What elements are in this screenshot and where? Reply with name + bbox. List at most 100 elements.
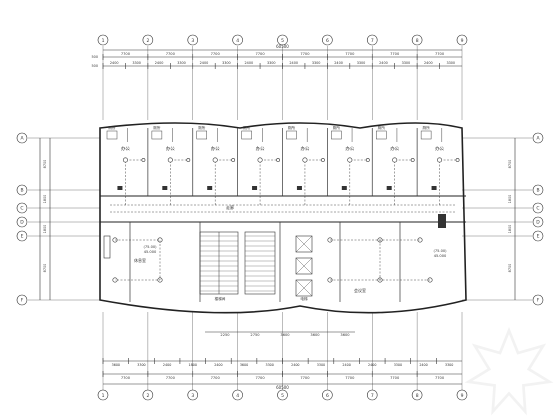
top-span-label: 7700: [345, 52, 355, 56]
socket-icon: [455, 158, 460, 162]
bottom-axis-label: 9: [461, 393, 464, 399]
socket-icon: [321, 158, 325, 162]
light-fixture-icon: [347, 157, 353, 163]
top-axis-label: 5: [281, 38, 284, 44]
closet-box: [286, 130, 297, 140]
bottom-span-label: 7700: [435, 376, 445, 380]
left-dim-label: 1800: [43, 195, 47, 204]
area-label-left: (75.00): [143, 245, 157, 249]
light-fixture-icon: [212, 157, 218, 163]
top-span-label: 2400: [334, 61, 343, 65]
bottom-axis-bubble: [142, 389, 154, 401]
switch-icon: [431, 186, 437, 190]
bottom-axis-bubble: [187, 389, 199, 401]
closet-box: [151, 130, 163, 140]
room-label-toilet: 厕所: [378, 125, 386, 130]
light-fixture-icon: [122, 157, 128, 163]
bottom-span-label: 7700: [390, 376, 400, 380]
room-label-toilet: 厕所: [108, 125, 116, 130]
socket-icon: [410, 158, 415, 162]
bottom-span-label: 2400: [291, 363, 299, 367]
closet-box: [376, 130, 387, 140]
top-axis-label: 2: [146, 38, 149, 44]
bottom-total-label: 60500: [276, 385, 289, 390]
room-label-toilet: 厕所: [243, 125, 251, 130]
bottom-axis-label: 6: [326, 393, 329, 399]
top-axis-label: 6: [326, 38, 329, 44]
room-label-office: 办公: [300, 145, 309, 152]
bottom-axis-bubble: [322, 389, 333, 401]
bottom-span-label: 3300: [137, 363, 145, 367]
room-label-office: 办公: [390, 145, 399, 152]
building-outline: [99, 122, 467, 314]
switch-icon: [117, 186, 123, 190]
left-dim-label: 1800: [43, 225, 47, 234]
bottom-span-label: 3600: [112, 363, 120, 367]
bottom-span-label: 2400: [214, 363, 222, 367]
room-branch-wiring: [394, 159, 413, 205]
light-fixture-icon: [392, 157, 398, 163]
right-axis-bubble: [532, 184, 544, 196]
bottom-axis-label: 7: [371, 393, 374, 399]
top-span-label: 7700: [211, 52, 221, 56]
bottom-span-label: 7700: [121, 376, 131, 380]
top-span-label: 7700: [121, 52, 131, 56]
room-branch-wiring: [125, 159, 144, 205]
room-label-toilet: 厕所: [423, 125, 431, 130]
top-span-label: 2400: [424, 61, 433, 65]
bottom-axis-bubble: [411, 389, 423, 401]
corridor-dim-label: 2250: [220, 333, 230, 337]
top-span-label: 7700: [300, 52, 310, 56]
right-axis-label: B: [536, 188, 539, 194]
bottom-span-label: 1800: [189, 363, 197, 367]
top-axis-bubble: [232, 34, 243, 46]
left-axis-label: F: [21, 298, 24, 304]
room-branch-wiring: [304, 159, 323, 205]
area-label-right: 45.000: [434, 254, 447, 258]
left-axis-label: E: [21, 234, 24, 240]
top-axis-bubble: [456, 34, 468, 46]
bottom-span-label: 2400: [368, 363, 376, 367]
socket-icon: [276, 158, 280, 162]
bottom-span-label: 2400: [342, 363, 350, 367]
left-dim-label: 8700: [43, 264, 47, 273]
top-axis-bubble: [142, 34, 154, 46]
right-axis-label: E: [537, 234, 540, 240]
room-label-stair: 楼梯间: [215, 296, 226, 301]
top-axis-label: 1: [102, 38, 105, 44]
left-axis-bubble: [16, 184, 28, 196]
bottom-span-label: 3300: [445, 363, 453, 367]
top-axis-label: 4: [236, 38, 239, 44]
top-axis-label: 7: [371, 38, 374, 44]
room-label-toilet: 厕所: [153, 125, 161, 130]
closet-box: [196, 130, 207, 140]
room-label-office: 办公: [166, 145, 175, 152]
room-label-office: 办公: [121, 145, 130, 152]
bottom-axis-bubble: [97, 389, 109, 401]
right-axis-label: C: [536, 206, 539, 212]
top-span-label: 3300: [357, 61, 366, 65]
top-span-label: 3300: [222, 61, 231, 65]
bottom-span-label: 3300: [265, 363, 273, 367]
area-label-right: (75.00): [433, 249, 447, 253]
top-axis-bubble: [366, 34, 378, 46]
left-axis-bubble: [16, 202, 28, 214]
bottom-axis-label: 1: [102, 393, 105, 399]
bottom-axis-label: 8: [416, 393, 419, 399]
top-span-label: 3300: [312, 61, 321, 65]
top-axis-bubble: [277, 34, 288, 46]
switch-icon: [296, 186, 302, 190]
right-dim-label: 1800: [508, 195, 512, 204]
top-span-label: 2400: [289, 61, 298, 65]
elevator-x: [295, 257, 313, 275]
room-label-toilet: 厕所: [198, 125, 206, 130]
bottom-axis-bubble: [456, 389, 468, 401]
bottom-span-label: 3300: [394, 363, 402, 367]
bottom-span-label: 7700: [255, 376, 265, 380]
top-span-label: 3300: [132, 61, 141, 65]
electrical-wiring: [103, 157, 460, 283]
bottom-axis-label: 5: [281, 393, 284, 399]
top-span-label: 7700: [255, 52, 265, 56]
top-span-label: 2400: [379, 61, 388, 65]
